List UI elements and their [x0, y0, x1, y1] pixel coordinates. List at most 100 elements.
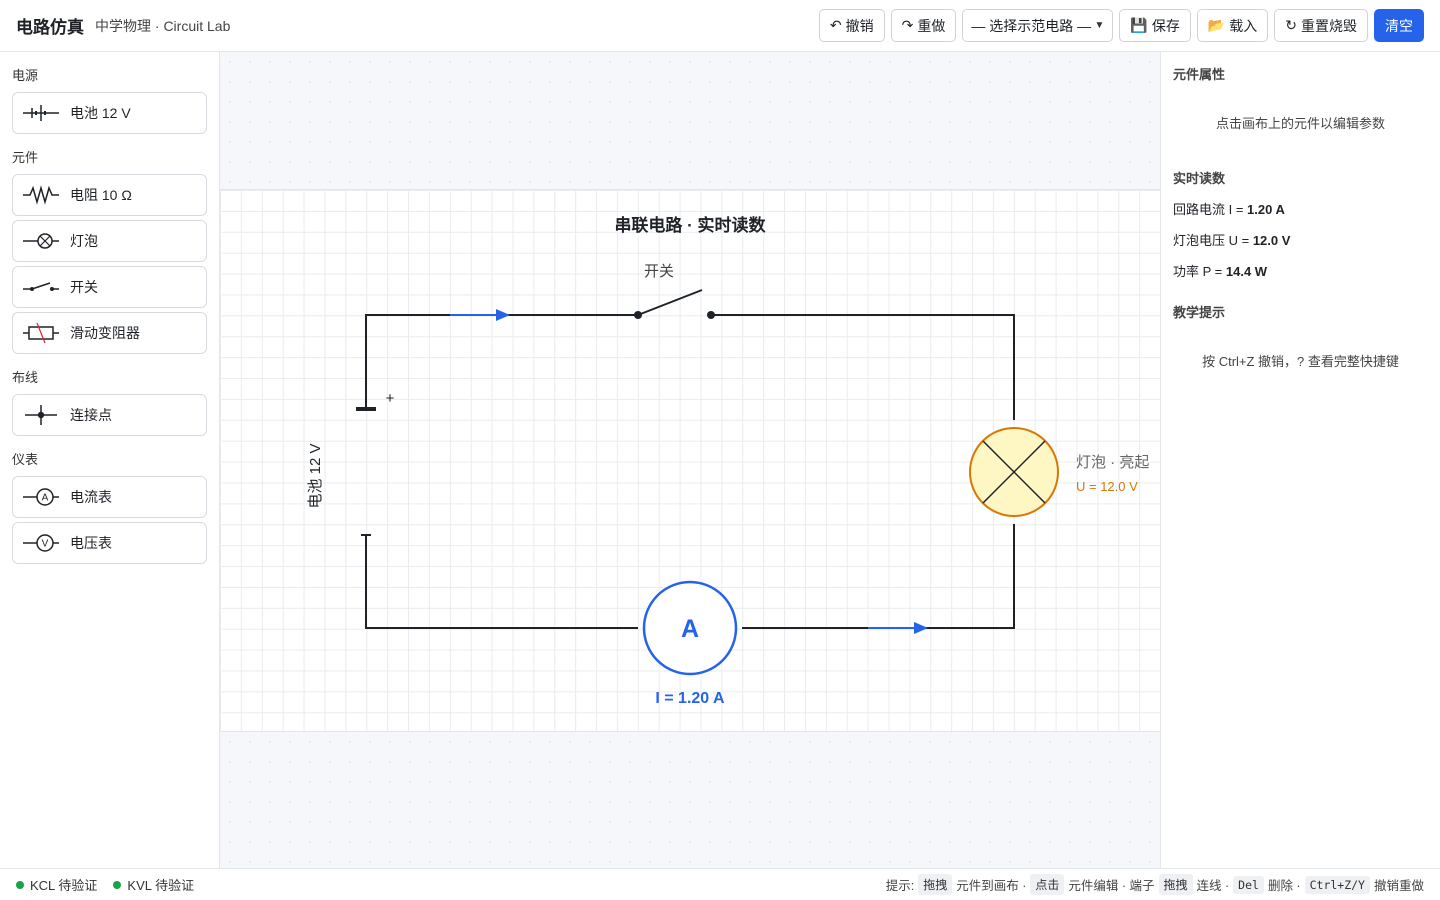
load-label: 载入: [1229, 17, 1258, 34]
ammeter-symbol: A: [681, 615, 699, 643]
hint-key-drag-wire: 拖拽: [1158, 874, 1193, 895]
status-dot-icon: [113, 880, 122, 889]
reset-burnout-button[interactable]: ↻ 重置烧毁: [1274, 9, 1368, 42]
battery-plus-sign: +: [386, 390, 395, 407]
ammeter-component[interactable]: [642, 580, 738, 676]
reading-current: 回路电流 I = 1.20 A: [1173, 199, 1428, 218]
reading-power-value: 14.4 W: [1225, 264, 1268, 279]
circuit-canvas[interactable]: 串联电路 · 实时读数 开关: [220, 52, 1160, 868]
wire-right-lower[interactable]: [742, 524, 1015, 629]
lamp-label: 灯泡 · 亮起: [1076, 454, 1149, 471]
circuit-board[interactable]: 串联电路 · 实时读数 开关: [220, 189, 1160, 732]
reading-voltage-label: 灯泡电压 U =: [1173, 233, 1253, 248]
battery-label: 电池 12 V: [307, 443, 324, 508]
tips-title: 教学提示: [1173, 305, 1226, 320]
reading-power: 功率 P = 14.4 W: [1173, 261, 1428, 280]
hint-text: 元件编辑 · 端子: [1068, 879, 1155, 893]
palette-item-label: 滑动变阻器: [70, 325, 140, 341]
hint-key-click: 点击: [1030, 874, 1065, 895]
refresh-icon: ↻: [1285, 17, 1297, 33]
resistor-icon: [23, 185, 59, 205]
reading-power-label: 功率 P =: [1173, 264, 1226, 279]
hint-text: 元件到画布 ·: [956, 879, 1027, 893]
reading-current-value: 1.20 A: [1247, 202, 1285, 217]
app-title: 电路仿真: [16, 18, 84, 37]
lamp-component[interactable]: [969, 427, 1059, 517]
group-title-power: 电源: [12, 68, 39, 83]
kvl-status: KVL 待验证: [113, 875, 194, 894]
battery-icon: [23, 105, 59, 121]
status-bar: KCL 待验证 KVL 待验证 提示: 拖拽 元件到画布 · 点击 元件编辑 ·…: [0, 868, 1440, 900]
palette-item-label: 连接点: [70, 407, 112, 423]
hint-prefix: 提示:: [885, 879, 915, 893]
kcl-status: KCL 待验证: [16, 875, 97, 894]
hint-text: 连线 ·: [1196, 879, 1230, 893]
switch-label: 开关: [644, 263, 674, 280]
demo-circuit-select[interactable]: — 选择示范电路 — ▼: [962, 9, 1114, 42]
circuit-wires: [365, 314, 1015, 629]
save-label: 保存: [1151, 17, 1180, 34]
rheostat-icon: [23, 322, 59, 344]
undo-label: 撤销: [845, 17, 874, 34]
hint-key-undo-redo: Ctrl+Z/Y: [1304, 875, 1370, 894]
hint-key-drag: 拖拽: [918, 874, 953, 895]
svg-text:A: A: [42, 493, 49, 504]
wire-bottom-left[interactable]: [365, 535, 638, 629]
current-arrow-bottom: [868, 622, 928, 634]
palette-item-resistor[interactable]: 电阻 10 Ω: [12, 174, 207, 216]
properties-hint: 点击画布上的元件以编辑参数: [1215, 116, 1385, 131]
wire-top-left[interactable]: [365, 314, 638, 410]
chevron-down-icon: ▼: [1094, 20, 1105, 31]
palette-item-label: 灯泡: [70, 233, 98, 249]
hint-text: 删除 ·: [1267, 879, 1301, 893]
hint-key-del: Del: [1233, 875, 1264, 894]
kcl-status-text: KCL 待验证: [30, 878, 98, 893]
svg-text:V: V: [42, 539, 49, 550]
voltmeter-icon: V: [23, 534, 59, 552]
palette-item-label: 电流表: [70, 489, 112, 505]
palette-item-label: 电阻 10 Ω: [70, 187, 132, 203]
lamp-voltage-reading: U = 12.0 V: [1076, 479, 1138, 494]
load-button[interactable]: 📂 载入: [1196, 9, 1269, 42]
palette-item-ammeter[interactable]: A 电流表: [12, 476, 207, 518]
component-palette: 电源 电池 12 V 元件 电阻 10 Ω 灯泡: [0, 52, 220, 868]
folder-open-icon: 📂: [1207, 17, 1226, 33]
inspector-panel: 元件属性 点击画布上的元件以编辑参数 实时读数 回路电流 I = 1.20 A …: [1160, 52, 1440, 868]
switch-icon: [23, 282, 59, 291]
ammeter-icon: A: [23, 488, 59, 506]
demo-select-value: — 选择示范电路 —: [971, 17, 1092, 34]
palette-item-junction[interactable]: 连接点: [12, 394, 207, 436]
ammeter-reading: I = 1.20 A: [655, 690, 725, 707]
group-title-meters: 仪表: [12, 452, 39, 467]
palette-item-label: 电压表: [70, 535, 112, 551]
switch-component[interactable]: [634, 289, 715, 319]
palette-item-rheostat[interactable]: 滑动变阻器: [12, 312, 207, 354]
group-title-components: 元件: [12, 150, 39, 165]
palette-item-lamp[interactable]: 灯泡: [12, 220, 207, 262]
undo-button[interactable]: ↶ 撤销: [818, 9, 885, 42]
properties-title: 元件属性: [1173, 67, 1226, 82]
redo-label: 重做: [917, 17, 946, 34]
kvl-status-text: KVL 待验证: [127, 878, 195, 893]
reading-current-label: 回路电流 I =: [1173, 202, 1248, 217]
junction-icon: [25, 405, 57, 425]
wire-top-right[interactable]: [711, 314, 1015, 420]
floppy-disk-icon: 💾: [1130, 17, 1148, 33]
battery-component[interactable]: [356, 407, 376, 536]
readings-title: 实时读数: [1173, 171, 1226, 186]
app-subtitle: 中学物理 · Circuit Lab: [95, 17, 231, 34]
palette-item-switch[interactable]: 开关: [12, 266, 207, 308]
palette-item-battery[interactable]: 电池 12 V: [12, 92, 207, 134]
palette-item-voltmeter[interactable]: V 电压表: [12, 522, 207, 564]
circuit-title: 串联电路 · 实时读数: [614, 215, 766, 235]
undo-icon: ↶: [829, 17, 842, 33]
app-header: 电路仿真 中学物理 · Circuit Lab ↶ 撤销 ↷ 重做 — 选择示范…: [0, 0, 1440, 52]
reading-voltage: 灯泡电压 U = 12.0 V: [1173, 230, 1428, 249]
redo-button[interactable]: ↷ 重做: [890, 9, 957, 42]
redo-icon: ↷: [901, 17, 914, 33]
shortcut-hints: 提示: 拖拽 元件到画布 · 点击 元件编辑 · 端子 拖拽 连线 · Del …: [886, 874, 1424, 895]
clear-button[interactable]: 清空: [1374, 9, 1424, 42]
reading-voltage-value: 12.0 V: [1252, 233, 1291, 248]
circuit-diagram: 串联电路 · 实时读数 开关: [307, 215, 1149, 707]
save-button[interactable]: 💾 保存: [1119, 9, 1191, 42]
